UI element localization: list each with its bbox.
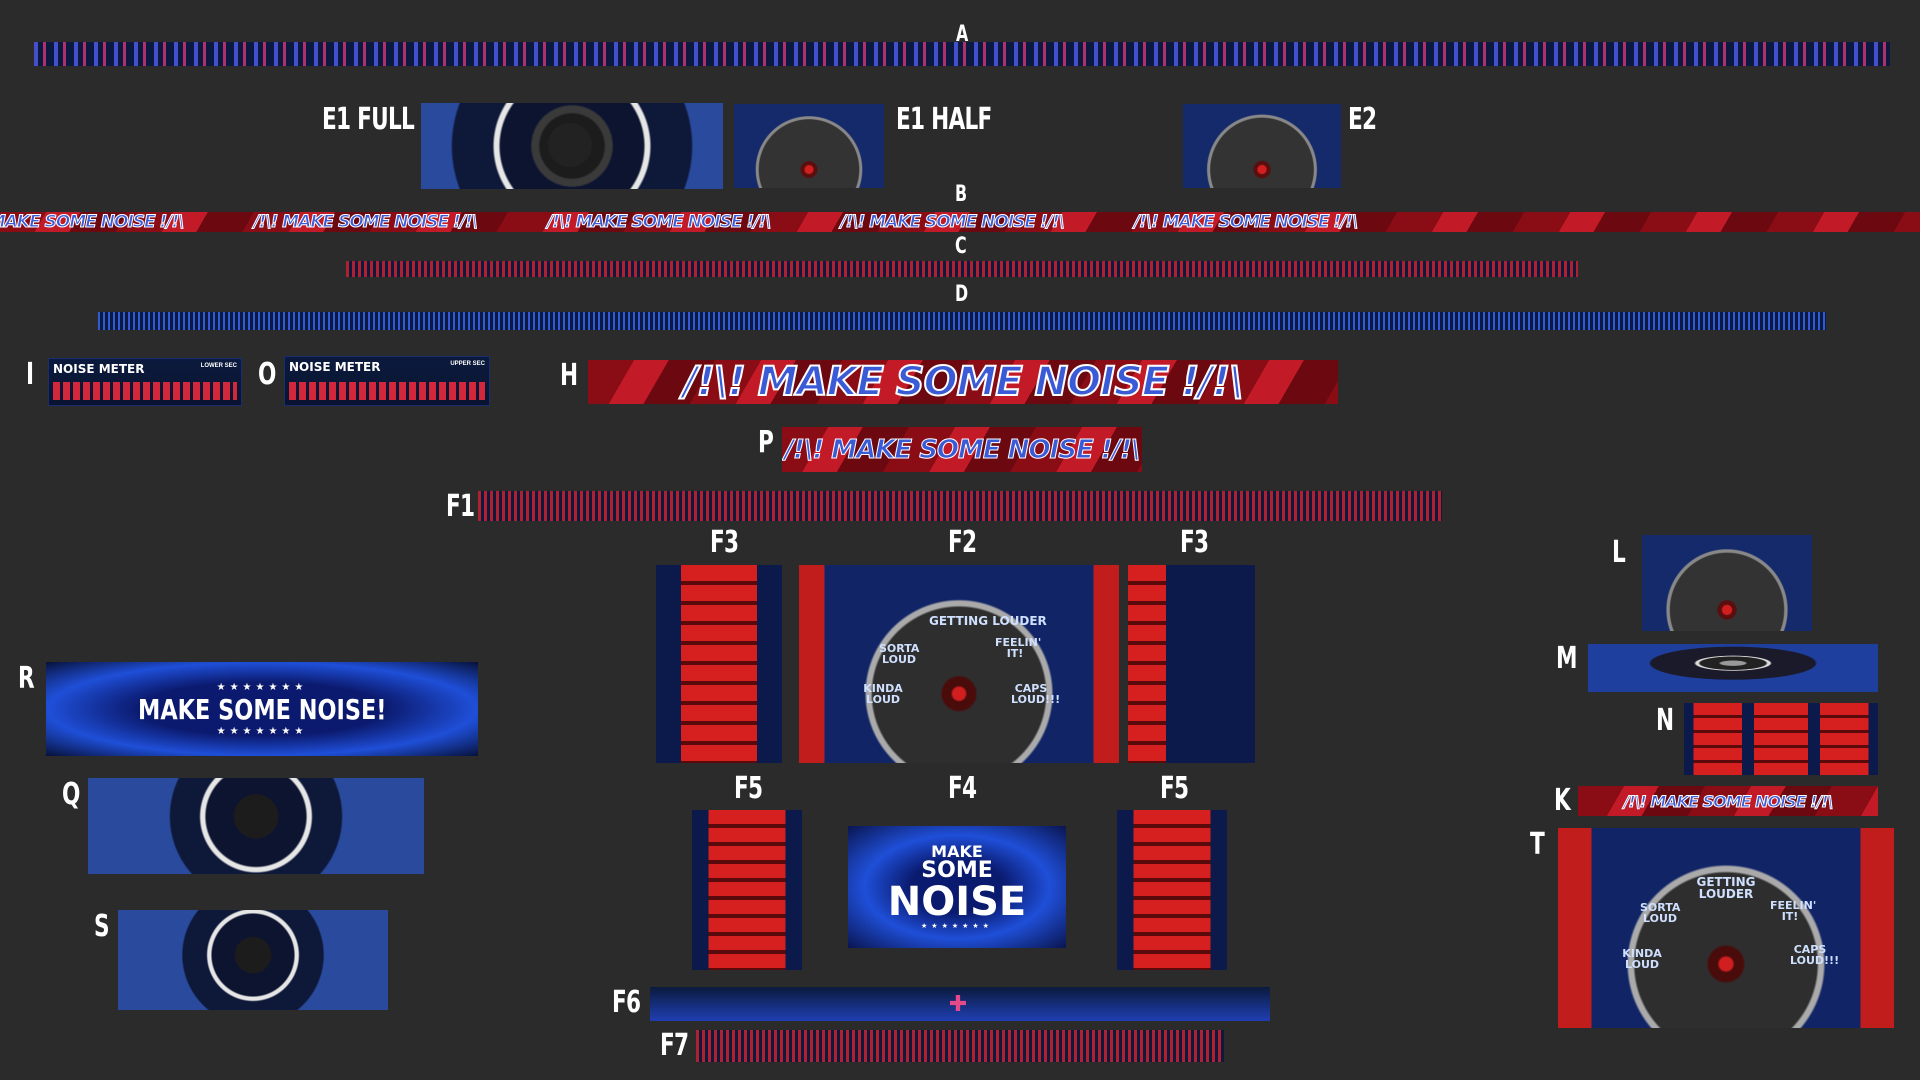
- graphic-f2-gauge: GETTING LOUDER SORTA LOUD FEELIN' IT! KI…: [799, 565, 1119, 763]
- gauge-label: CAPS LOUD!!!: [1011, 682, 1061, 706]
- graphic-b-ribbon: /!\! MAKE SOME NOISE !/!\ /!\! MAKE SOME…: [0, 212, 1920, 232]
- graphic-r-make-some-noise: ★★★★★★★ MAKE SOME NOISE! ★★★★★★★: [46, 662, 478, 756]
- label-e1-half: E1 HALF: [896, 102, 992, 137]
- meter-level-bar: [53, 382, 237, 400]
- label-k: K: [1554, 783, 1571, 818]
- gauge-label: KINDA LOUD: [863, 682, 903, 706]
- graphic-s-speaker: [118, 910, 388, 1010]
- label-t: T: [1530, 827, 1545, 862]
- graphic-n-tubes: [1684, 703, 1878, 775]
- label-p: P: [758, 425, 774, 460]
- graphic-p-banner: /!\! MAKE SOME NOISE !/!\: [782, 427, 1142, 472]
- graphic-f1-bars: [478, 491, 1442, 521]
- label-f2: F2: [948, 525, 977, 560]
- meter-sub: UPPER SEC: [450, 361, 485, 367]
- label-h: H: [560, 358, 578, 393]
- graphic-i-noise-meter: NOISE METER LOWER SEC: [48, 358, 242, 406]
- label-d: D: [955, 282, 968, 307]
- f4-line3: NOISE: [887, 879, 1027, 925]
- graphic-f3-left-tubes: [656, 565, 782, 763]
- banner-text: /!\! MAKE SOME NOISE !/!\: [253, 212, 478, 232]
- meter-title: NOISE METER: [53, 362, 145, 376]
- label-f4: F4: [948, 771, 977, 806]
- label-n: N: [1656, 703, 1674, 738]
- label-f1: F1: [446, 489, 475, 524]
- label-f3-left: F3: [710, 525, 739, 560]
- label-f5-left: F5: [734, 771, 763, 806]
- banner-text: /!\! MAKE SOME NOISE !/!\: [784, 434, 1141, 465]
- meter-level-bar: [289, 382, 485, 400]
- graphic-f6-wave: ✚: [650, 987, 1270, 1021]
- label-i: I: [26, 357, 34, 392]
- label-q: Q: [62, 777, 80, 812]
- label-f5-right: F5: [1160, 771, 1189, 806]
- gauge-label: SORTA LOUD: [879, 642, 920, 666]
- label-e1-full: E1 FULL: [322, 102, 415, 137]
- stars-icon: ★★★★★★★: [216, 725, 308, 737]
- label-f6: F6: [612, 985, 641, 1020]
- gauge-label: GETTING LOUDER: [929, 614, 1047, 628]
- label-f7: F7: [660, 1028, 689, 1063]
- label-o: O: [258, 357, 276, 392]
- banner-text: /!\! MAKE SOME NOISE !/!\: [1133, 212, 1358, 232]
- eagle-logo-icon: ✚: [948, 991, 968, 1016]
- label-m: M: [1556, 641, 1577, 676]
- gauge-label: SORTA LOUD: [1640, 901, 1681, 925]
- label-c: C: [955, 234, 967, 259]
- stars-icon: ★★★★★★★: [921, 923, 993, 930]
- graphic-k-banner: /!\! MAKE SOME NOISE !/!\: [1578, 786, 1878, 816]
- banner-text: /!\! MAKE SOME NOISE !/!\: [0, 212, 185, 232]
- banner-text: /!\! MAKE SOME NOISE !/!\: [1623, 791, 1834, 811]
- graphic-m-speaker: [1588, 644, 1878, 692]
- banner-text: /!\! MAKE SOME NOISE !/!\: [682, 360, 1245, 404]
- label-s: S: [94, 909, 110, 944]
- banner-text: /!\! MAKE SOME NOISE !/!\: [546, 212, 771, 232]
- graphic-t-gauge: GETTING LOUDER SORTA LOUD FEELIN' IT! KI…: [1558, 828, 1894, 1028]
- label-a: A: [956, 22, 968, 47]
- f4-line1: MAKE: [931, 842, 983, 861]
- gauge-label: KINDA LOUD: [1622, 947, 1662, 971]
- label-b: B: [955, 182, 967, 207]
- gauge-label: CAPS LOUD!!!: [1790, 943, 1840, 967]
- stars-icon: ★★★★★★★: [216, 681, 308, 693]
- gauge-label: FEELIN' IT!: [995, 636, 1042, 660]
- r-title: MAKE SOME NOISE!: [137, 692, 387, 726]
- meter-sub: LOWER SEC: [200, 363, 237, 369]
- banner-text: /!\! MAKE SOME NOISE !/!\: [840, 212, 1065, 232]
- graphic-e2-gauge: [1183, 104, 1341, 188]
- graphic-f3-right-tubes: [1128, 565, 1255, 763]
- graphic-f4-make-some-noise: MAKE SOME NOISE ★★★★★★★: [848, 826, 1066, 948]
- graphic-d-bars: [98, 312, 1826, 330]
- gauge-label: GETTING LOUDER: [1696, 875, 1756, 901]
- graphic-e1-full-speaker: [421, 103, 723, 189]
- graphic-o-noise-meter: NOISE METER UPPER SEC: [284, 356, 490, 406]
- graphic-l-gauge: [1642, 535, 1812, 631]
- label-f3-right: F3: [1180, 525, 1209, 560]
- graphic-c-bars: [346, 261, 1578, 277]
- f4-line2: SOME: [921, 858, 993, 883]
- graphic-f5-right-tubes: [1117, 810, 1227, 970]
- label-r: R: [18, 661, 35, 696]
- graphic-a-waveform: [34, 42, 1890, 66]
- graphic-e1-half-gauge: [734, 104, 884, 188]
- logo-icon: [548, 123, 592, 167]
- graphic-q-speaker: [88, 778, 424, 874]
- label-l: L: [1612, 535, 1626, 570]
- graphic-f5-left-tubes: [692, 810, 802, 970]
- label-e2: E2: [1348, 102, 1377, 137]
- meter-title: NOISE METER: [289, 360, 381, 374]
- graphic-f7-bars: [696, 1030, 1224, 1062]
- gauge-label: FEELIN' IT!: [1770, 899, 1817, 923]
- graphic-h-banner: /!\! MAKE SOME NOISE !/!\: [588, 360, 1338, 404]
